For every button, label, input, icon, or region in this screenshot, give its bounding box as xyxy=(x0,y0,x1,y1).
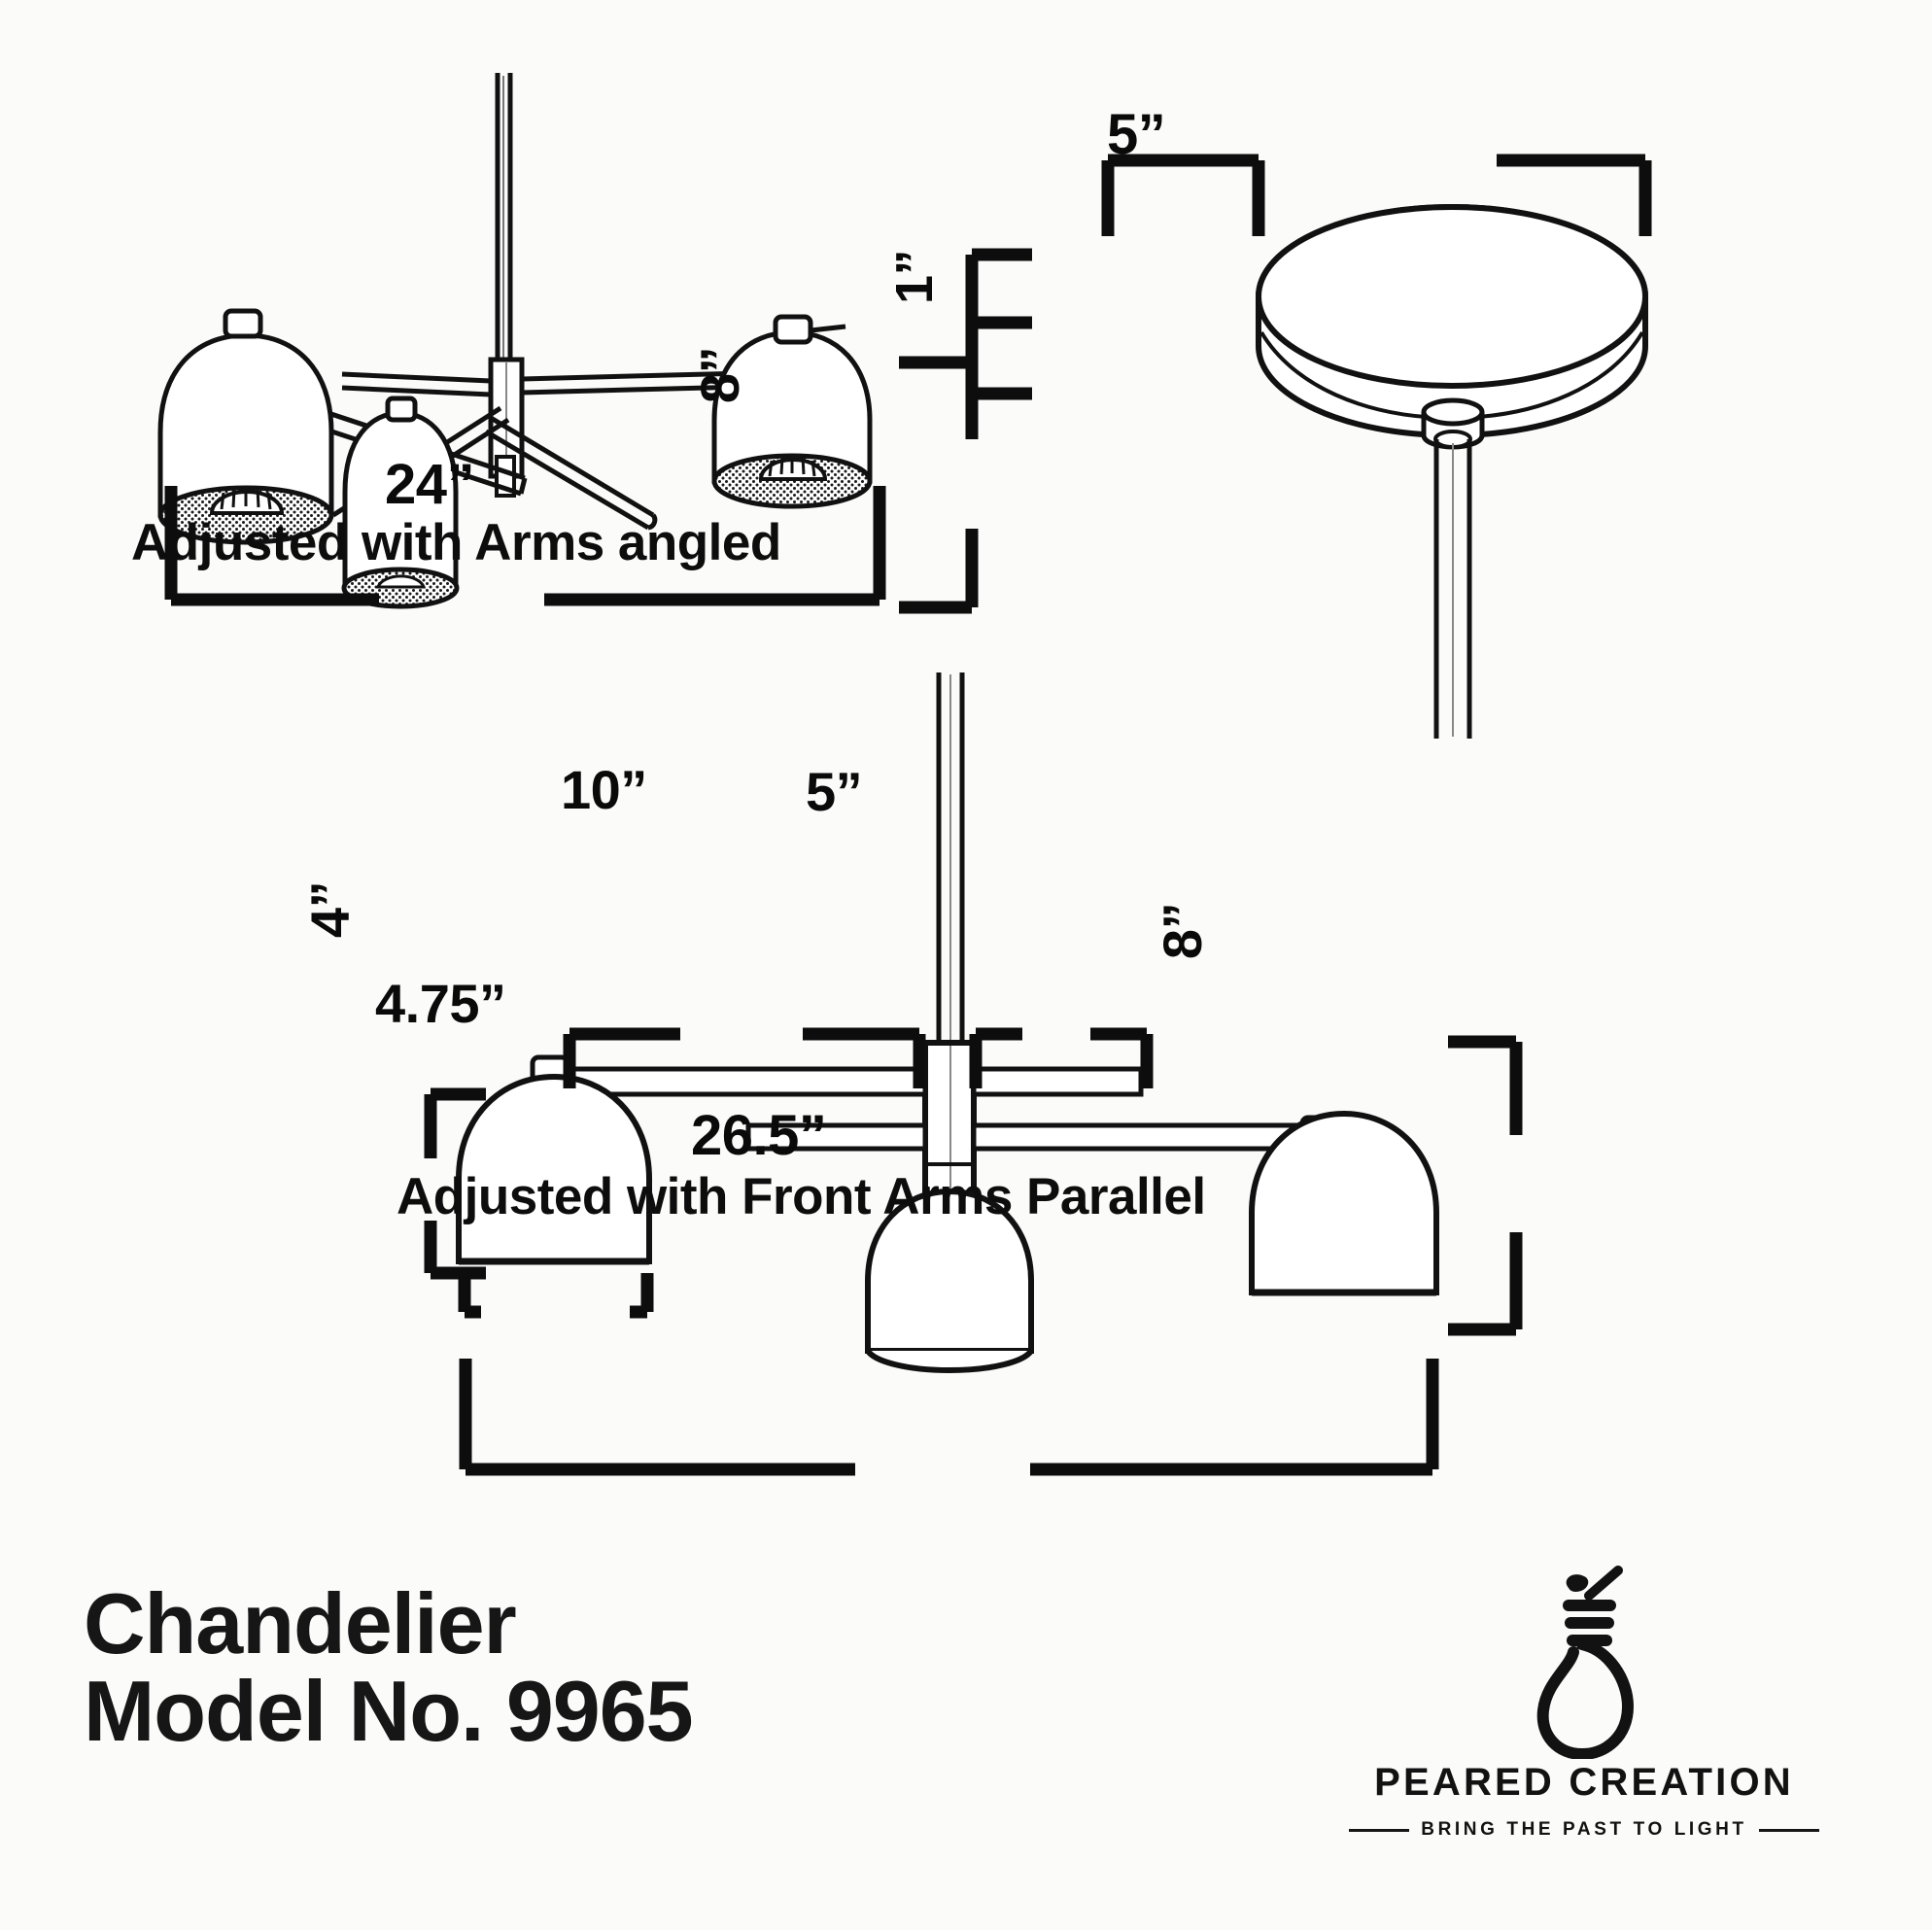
brand-tagline-row: BRING THE PAST TO LIGHT xyxy=(1346,1819,1822,1841)
brand-logo: PEARED CREATION BRING THE PAST TO LIGHT xyxy=(1346,1555,1822,1846)
dimension-label-arm-left: 10” xyxy=(561,759,647,820)
view-arms-angled xyxy=(157,73,873,609)
dimension-label-bottom-height: 8” xyxy=(1152,902,1214,960)
product-name: Chandelier xyxy=(84,1575,517,1672)
dimension-265in xyxy=(459,1359,1439,1476)
dimension-5in-arm xyxy=(969,1027,1154,1088)
title-block: Chandelier Model No. 9965 xyxy=(84,1580,694,1759)
dimension-8in-top xyxy=(899,356,979,614)
dimension-label-arm-right: 5” xyxy=(806,761,863,822)
dimension-label-top-height: 8” xyxy=(689,346,751,404)
dimension-24in xyxy=(164,486,886,606)
dimension-label-canopy-width: 5” xyxy=(1107,103,1166,166)
caption-arms-parallel: Adjusted with Front Arms Parallel xyxy=(397,1168,1206,1225)
brand-tagline: BRING THE PAST TO LIGHT xyxy=(1421,1819,1747,1840)
dimension-10in xyxy=(563,1027,926,1088)
dimension-1in-canopy xyxy=(965,255,1032,400)
brand-name: PEARED CREATION xyxy=(1374,1761,1794,1804)
dimension-label-top-width: 24” xyxy=(385,453,475,516)
dimension-label-canopy-height: 1” xyxy=(885,249,945,305)
dimension-475in xyxy=(458,1273,654,1319)
dimension-label-shade-height: 4” xyxy=(299,880,362,939)
tagline-rule-right xyxy=(1758,1828,1819,1832)
dimension-8in-bottom xyxy=(1448,1035,1523,1336)
dimension-5in-canopy xyxy=(1101,154,1652,236)
dimension-label-bottom-width: 26.5” xyxy=(691,1104,827,1167)
view-arms-parallel xyxy=(456,672,1439,1374)
tagline-rule-left xyxy=(1349,1828,1410,1832)
caption-arms-angled: Adjusted with Arms angled xyxy=(131,514,781,571)
view-canopy xyxy=(1256,203,1648,739)
pear-bulb-icon xyxy=(1536,1566,1635,1759)
dimension-label-shade-width: 4.75” xyxy=(375,973,506,1034)
model-number: Model No. 9965 xyxy=(84,1662,694,1759)
